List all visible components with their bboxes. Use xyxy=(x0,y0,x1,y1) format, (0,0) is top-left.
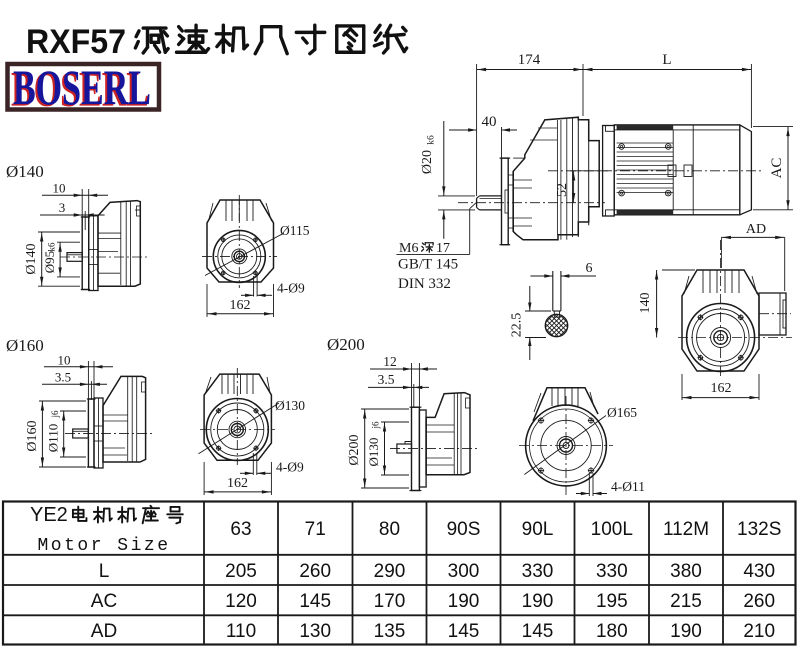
svg-text:110: 110 xyxy=(226,621,256,642)
svg-text:BOSERL: BOSERL xyxy=(13,59,151,115)
svg-text:Motor Size: Motor Size xyxy=(37,536,170,556)
svg-text:17: 17 xyxy=(436,241,450,256)
svg-text:120: 120 xyxy=(225,591,257,612)
svg-text:Ø140: Ø140 xyxy=(6,162,44,181)
svg-text:j6: j6 xyxy=(371,421,381,430)
svg-text:GB/T 145: GB/T 145 xyxy=(398,257,458,273)
svg-text:162: 162 xyxy=(227,476,248,491)
svg-text:L: L xyxy=(99,561,110,582)
svg-text:100L: 100L xyxy=(591,519,633,540)
svg-text:145: 145 xyxy=(448,621,480,642)
svg-text:AC: AC xyxy=(769,158,785,179)
svg-text:4-Ø9: 4-Ø9 xyxy=(276,460,304,475)
svg-text:Ø130: Ø130 xyxy=(275,398,305,413)
svg-text:Ø200: Ø200 xyxy=(347,434,362,465)
svg-text:90L: 90L xyxy=(522,519,554,540)
svg-text:j6: j6 xyxy=(50,410,60,419)
svg-text:63: 63 xyxy=(230,519,251,540)
svg-text:k6: k6 xyxy=(427,135,437,145)
svg-text:L: L xyxy=(662,52,671,68)
svg-text:Ø20: Ø20 xyxy=(420,150,435,174)
svg-text:4-Ø11: 4-Ø11 xyxy=(611,479,645,494)
svg-text:260: 260 xyxy=(743,591,775,612)
svg-text:430: 430 xyxy=(743,561,775,582)
svg-text:140: 140 xyxy=(638,293,653,314)
svg-text:6: 6 xyxy=(586,261,593,276)
svg-text:Ø165: Ø165 xyxy=(607,405,637,420)
svg-text:174: 174 xyxy=(518,52,541,68)
svg-text:Ø200: Ø200 xyxy=(327,335,365,354)
svg-text:195: 195 xyxy=(596,591,628,612)
svg-text:k6: k6 xyxy=(47,242,57,252)
svg-text:10: 10 xyxy=(58,353,71,368)
svg-text:80: 80 xyxy=(379,519,400,540)
svg-text:3.5: 3.5 xyxy=(378,372,395,387)
svg-text:162: 162 xyxy=(711,381,732,396)
svg-text:Ø115: Ø115 xyxy=(280,223,310,238)
svg-text:300: 300 xyxy=(448,561,480,582)
svg-text:260: 260 xyxy=(299,561,331,582)
svg-text:Ø160: Ø160 xyxy=(25,420,40,451)
svg-text:170: 170 xyxy=(374,591,406,612)
svg-text:135: 135 xyxy=(374,621,406,642)
svg-text:Ø95: Ø95 xyxy=(42,251,57,273)
svg-text:190: 190 xyxy=(522,591,554,612)
svg-text:40: 40 xyxy=(482,114,497,130)
svg-text:180: 180 xyxy=(596,621,628,642)
svg-text:190: 190 xyxy=(448,591,480,612)
svg-text:380: 380 xyxy=(670,561,702,582)
svg-text:DIN 332: DIN 332 xyxy=(398,276,451,292)
svg-text:Ø110: Ø110 xyxy=(46,424,61,452)
svg-text:3.5: 3.5 xyxy=(55,370,71,385)
svg-text:210: 210 xyxy=(743,621,775,642)
svg-text:AD: AD xyxy=(746,222,766,237)
svg-text:3: 3 xyxy=(59,200,66,215)
svg-text:90S: 90S xyxy=(447,519,481,540)
svg-text:Ø140: Ø140 xyxy=(24,243,39,274)
svg-text:205: 205 xyxy=(225,561,257,582)
svg-text:10: 10 xyxy=(53,181,66,196)
svg-text:215: 215 xyxy=(670,591,702,612)
svg-text:52: 52 xyxy=(555,183,570,197)
svg-text:132S: 132S xyxy=(737,519,781,540)
svg-text:RXF57: RXF57 xyxy=(26,23,126,61)
svg-text:AD: AD xyxy=(91,621,117,642)
svg-text:22.5: 22.5 xyxy=(510,313,525,338)
svg-text:145: 145 xyxy=(299,591,331,612)
svg-text:330: 330 xyxy=(522,561,554,582)
svg-text:Ø130: Ø130 xyxy=(366,438,381,467)
svg-text:330: 330 xyxy=(596,561,628,582)
svg-text:71: 71 xyxy=(305,519,326,540)
svg-text:145: 145 xyxy=(522,621,554,642)
svg-text:M6: M6 xyxy=(399,241,418,256)
svg-text:130: 130 xyxy=(299,621,331,642)
svg-text:12: 12 xyxy=(383,354,397,369)
svg-text:112M: 112M xyxy=(663,519,709,540)
svg-text:290: 290 xyxy=(374,561,406,582)
svg-text:190: 190 xyxy=(670,621,702,642)
svg-text:AC: AC xyxy=(91,591,117,612)
svg-text:YE2: YE2 xyxy=(30,504,68,526)
svg-text:162: 162 xyxy=(230,298,251,313)
svg-text:4-Ø9: 4-Ø9 xyxy=(277,281,305,296)
svg-text:Ø160: Ø160 xyxy=(6,336,44,355)
